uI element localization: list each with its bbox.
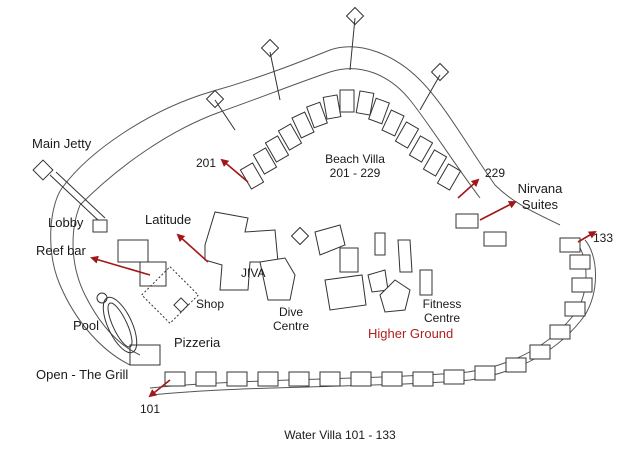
label-dive-centre: Centre xyxy=(272,319,310,333)
label-229: 229 xyxy=(485,166,506,180)
label-lobby: Lobby xyxy=(48,215,84,230)
lookout-towers xyxy=(205,6,450,131)
label-latitude: Latitude xyxy=(145,212,192,227)
label-fitness-centre: Centre xyxy=(423,311,461,325)
label-fitness: Fitness xyxy=(422,297,462,311)
label-pool: Pool xyxy=(73,318,100,333)
beach-villas xyxy=(239,89,507,247)
label-open-grill: Open - The Grill xyxy=(36,367,129,382)
central-buildings xyxy=(204,211,433,313)
direction-arrows xyxy=(90,158,597,398)
label-beach-villa: Beach Villa xyxy=(325,152,385,166)
pool xyxy=(96,292,161,366)
label-101: 101 xyxy=(140,402,161,416)
label-nirvana: Nirvana xyxy=(517,181,563,196)
coastline-west xyxy=(50,187,131,366)
label-dive: Dive xyxy=(278,305,303,319)
label-beach-villa-range: 201 - 229 xyxy=(329,166,381,180)
label-pizzeria: Pizzeria xyxy=(174,335,221,350)
label-higher-ground: Higher Ground xyxy=(368,326,454,341)
label-main-jetty: Main Jetty xyxy=(32,136,92,151)
label-reef-bar: Reef bar xyxy=(36,243,86,258)
label-201: 201 xyxy=(196,156,217,170)
label-shop: Shop xyxy=(196,297,225,311)
coastline-outer xyxy=(61,46,561,226)
label-133: 133 xyxy=(593,231,614,245)
coastline-inner xyxy=(79,68,481,206)
main-jetty xyxy=(32,159,106,223)
label-jiva: JIVA xyxy=(241,266,266,280)
label-water-villa: Water Villa 101 - 133 xyxy=(284,428,396,442)
label-nirvana-suites: Suites xyxy=(521,197,559,212)
coastline-west-inner xyxy=(72,204,141,356)
lobby-buildings xyxy=(92,219,199,324)
water-villas-south xyxy=(164,237,593,387)
